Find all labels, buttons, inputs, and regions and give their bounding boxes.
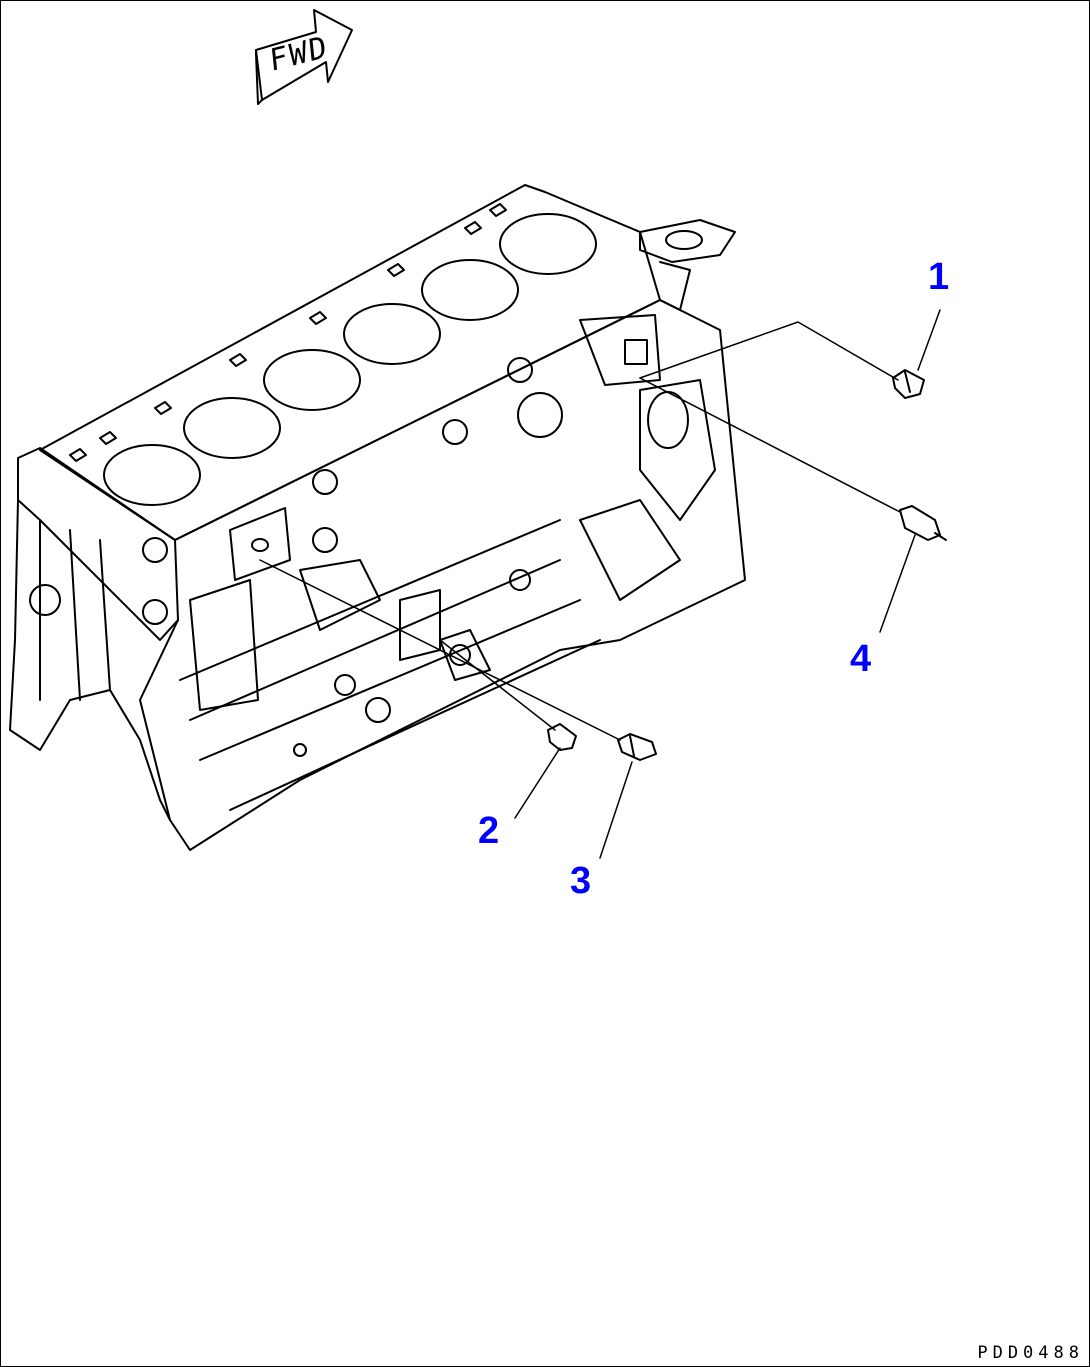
part-3-icon xyxy=(617,733,657,761)
leader-lines xyxy=(259,309,941,859)
part-1-icon xyxy=(892,369,925,399)
callout-1: 1 xyxy=(928,256,950,298)
callout-3: 3 xyxy=(570,860,592,902)
callout-4: 4 xyxy=(850,638,872,680)
part-4-icon xyxy=(899,505,947,541)
drawing-code: PDD0488 xyxy=(977,1343,1084,1363)
callout-2: 2 xyxy=(478,810,500,852)
engine-block xyxy=(9,184,746,851)
fwd-arrow-icon xyxy=(255,9,353,105)
part-2-icon xyxy=(547,723,577,751)
